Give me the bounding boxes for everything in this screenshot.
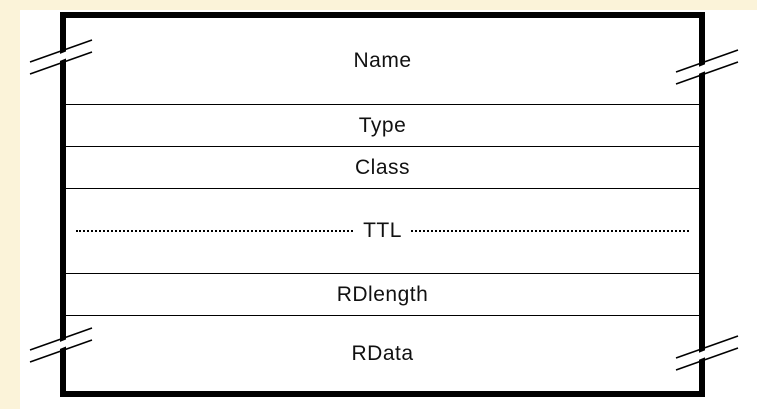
field-ttl: TTL: [66, 189, 699, 273]
divider: [66, 315, 699, 316]
divider: [66, 273, 699, 274]
field-type-label: Type: [358, 113, 407, 137]
field-rdata: RData: [66, 316, 699, 391]
field-ttl-label: TTL: [355, 219, 410, 243]
field-rdlength-label: RDlength: [336, 282, 429, 306]
field-rdata-label: RData: [351, 341, 414, 365]
resource-record-format: Name Type Class TTL RDlength RData: [60, 12, 705, 397]
field-rdlength: RDlength: [66, 274, 699, 315]
divider: [66, 188, 699, 189]
field-class-label: Class: [354, 155, 410, 179]
divider: [66, 104, 699, 105]
background-strip-left: [0, 0, 20, 409]
field-name: Name: [66, 18, 699, 104]
field-class: Class: [66, 147, 699, 188]
field-name-label: Name: [353, 49, 412, 72]
field-type: Type: [66, 105, 699, 146]
divider: [66, 146, 699, 147]
background-strip-top: [0, 0, 757, 10]
